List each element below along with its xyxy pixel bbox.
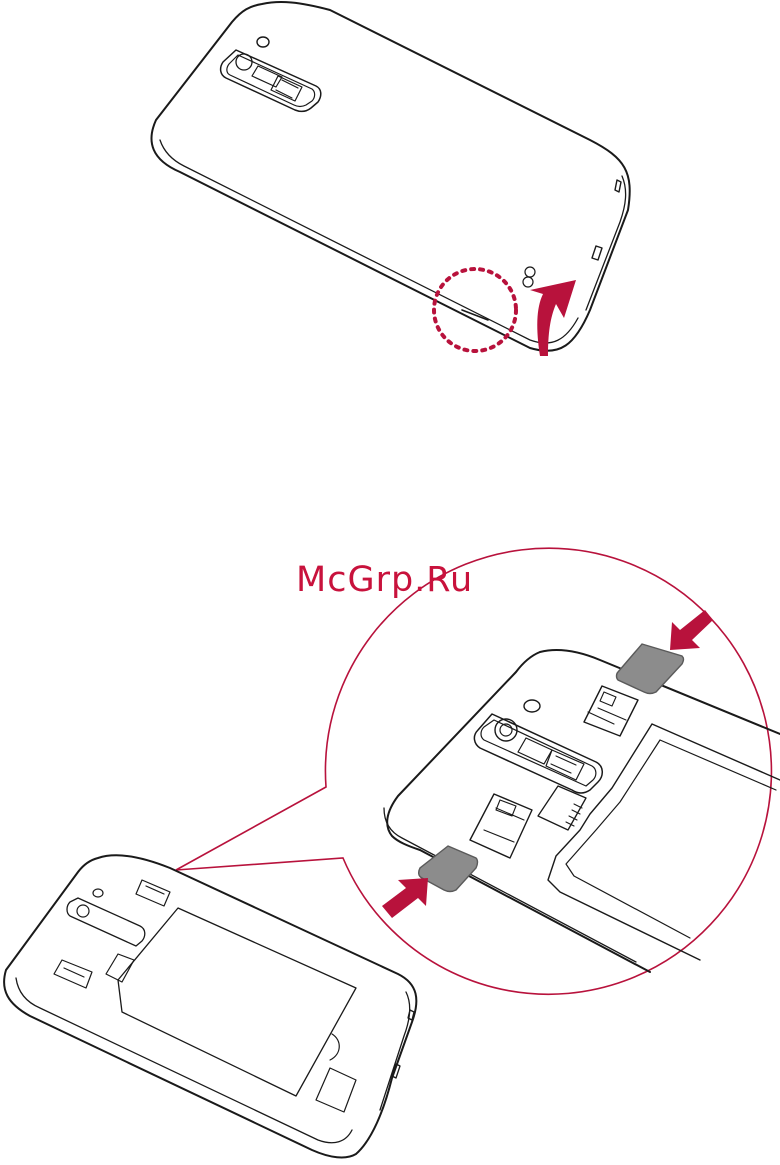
mic-hole-bottom	[523, 277, 533, 287]
earphone-jack	[615, 180, 621, 192]
camera-module	[221, 50, 321, 111]
camera-module-small	[67, 898, 145, 946]
phone-open-outline	[4, 855, 416, 1157]
battery-notch-small	[330, 1034, 339, 1060]
battery-compartment-small	[118, 908, 356, 1096]
camera-lens-icon	[236, 54, 252, 70]
phone-right-edge	[586, 176, 626, 310]
phone-open-small	[4, 855, 416, 1157]
nfc-area-small	[316, 1068, 356, 1112]
watermark-text: McGrp.Ru	[296, 560, 473, 600]
flash-icon-small	[93, 889, 103, 897]
flash-icon	[257, 37, 269, 47]
phone-open-right-edge	[380, 992, 410, 1110]
mic-hole-top	[525, 267, 535, 277]
rear-key-lower	[276, 80, 298, 98]
magnifier-bubble	[176, 548, 771, 994]
sim-slot-small-top	[136, 880, 170, 906]
curved-arrow-up-icon	[530, 280, 576, 356]
notch-marker-dotted-circle	[434, 269, 516, 351]
camera-lens-icon-small	[77, 905, 89, 917]
sim-slot-small-bottom	[54, 960, 92, 988]
phone-open-inner	[16, 978, 352, 1143]
side-button	[592, 246, 602, 260]
rear-key-power	[271, 76, 302, 101]
